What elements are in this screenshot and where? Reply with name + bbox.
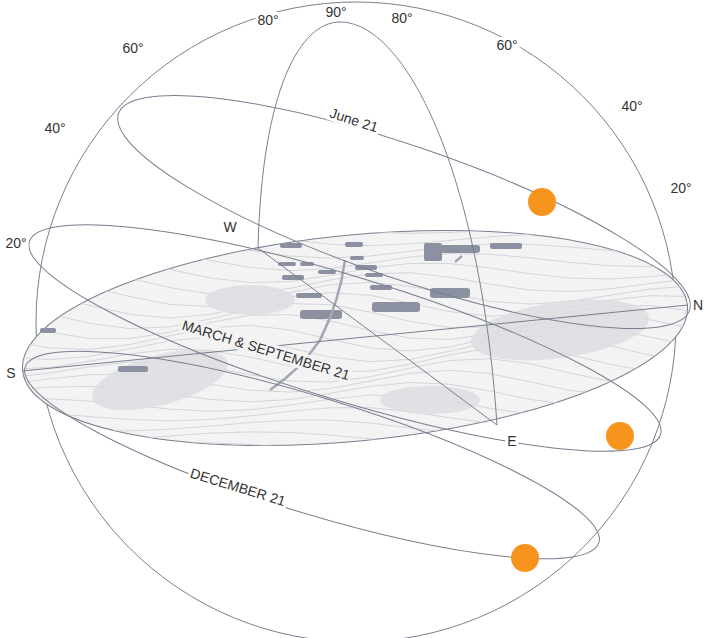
road bbox=[455, 256, 462, 262]
west-east-axis bbox=[258, 248, 497, 425]
sun bbox=[606, 422, 634, 450]
compass-label: W bbox=[221, 219, 238, 235]
altitude-label: 20° bbox=[3, 235, 28, 251]
date-label: June 21 bbox=[326, 104, 382, 136]
december-sun-path bbox=[8, 312, 616, 598]
altitude-label: 60° bbox=[494, 37, 519, 53]
compass-label: S bbox=[4, 365, 17, 381]
altitude-label: 20° bbox=[668, 180, 693, 196]
compass-label: E bbox=[505, 433, 518, 449]
altitude-label: 80° bbox=[255, 12, 280, 28]
altitude-label: 80° bbox=[389, 10, 414, 26]
ground-plane bbox=[13, 203, 698, 473]
terrain-shading bbox=[86, 285, 653, 422]
altitude-label: 40° bbox=[619, 98, 644, 114]
altitude-label: 90° bbox=[323, 4, 348, 20]
south-north-axis bbox=[22, 305, 688, 371]
sun bbox=[528, 188, 556, 216]
date-label: DECEMBER 21 bbox=[187, 464, 290, 509]
sun bbox=[511, 544, 539, 572]
altitude-label: 60° bbox=[120, 40, 145, 56]
equinox-sun-path bbox=[11, 182, 678, 494]
terrain-contours bbox=[10, 221, 690, 465]
compass-label: N bbox=[691, 297, 705, 313]
altitude-label: 40° bbox=[42, 120, 67, 136]
